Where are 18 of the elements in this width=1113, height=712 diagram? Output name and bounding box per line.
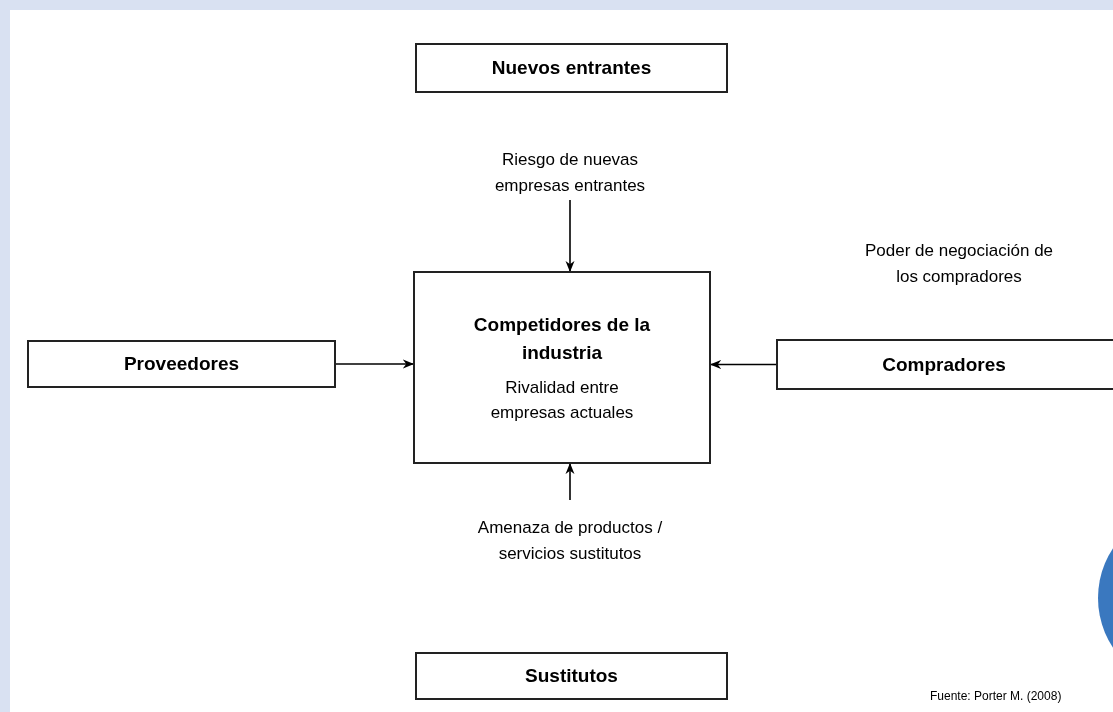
force-box [415,43,728,93]
force-label: Riesgo de nuevas empresas entrantes [475,146,665,200]
box-description: Rivalidad entre empresas actuales [489,376,635,424]
box-title: Nuevos entrantes [490,56,653,80]
box-title: Compradores [881,352,1007,377]
force-box [27,340,336,388]
arrow [565,462,575,501]
force-box [415,652,728,700]
force-label: Poder de negociación de los compradores [863,240,1055,288]
arrow [565,199,575,273]
source-note: Fuente: Porter M. (2008) [930,688,1062,705]
force-box [776,339,1113,390]
force-label: Amenaza de productos / servicios sustitutos [465,500,675,581]
box-title: Sustitutos [524,664,619,688]
central-box [413,271,711,464]
arrow [335,359,415,369]
box-title: Competidores de la industria [472,312,652,365]
box-title: Proveedores [122,352,241,376]
